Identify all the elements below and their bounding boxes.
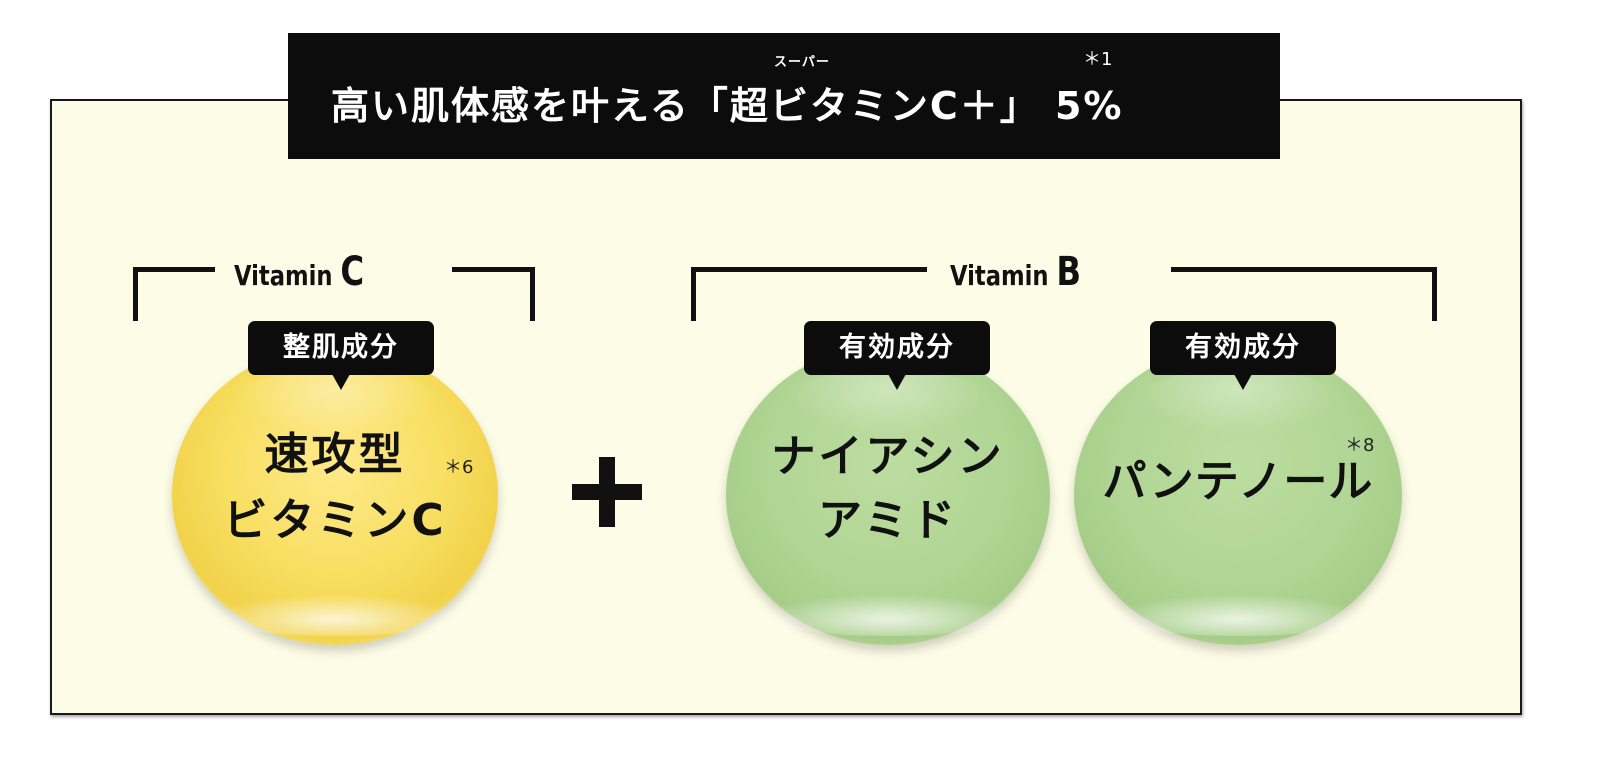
vitamin-c-label: Vitamin C <box>234 249 364 295</box>
content-panel: Vitamin C Vitamin B 速攻型 ビタミンC ＊6 整肌成分 ナイ… <box>50 99 1522 715</box>
vitamin-c-footnote: ＊6 <box>444 457 474 478</box>
panthenol-name-line1: パンテノール <box>1102 456 1374 507</box>
vitamin-c-bracket-gap <box>215 265 452 277</box>
headline-footnote: ＊1 <box>1083 49 1113 70</box>
niacinamide-name-line2: アミド <box>817 495 959 546</box>
plus-icon <box>572 457 642 527</box>
ball-rim-reflection <box>758 594 1018 636</box>
vitamin-c-category-tag: 整肌成分 <box>248 321 434 390</box>
panthenol-ingredient-ball: パンテノール <box>1074 345 1402 645</box>
headline-banner: スーパー ＊1 高い肌体感を叶える「超ビタミンC＋」 5% <box>288 33 1280 159</box>
niacinamide-name-line1: ナイアシン <box>771 431 1005 482</box>
headline-title: 高い肌体感を叶える「超ビタミンC＋」 5% <box>331 84 1124 128</box>
ball-rim-reflection <box>204 594 466 636</box>
vitamin-b-label-letter: B <box>1056 249 1082 295</box>
niacinamide-ingredient-ball: ナイアシン アミド <box>726 345 1050 645</box>
panthenol-footnote: ＊8 <box>1345 435 1375 456</box>
vitamin-c-label-letter: C <box>340 249 365 295</box>
panthenol-category-tag: 有効成分 <box>1150 321 1336 390</box>
vitamin-c-label-prefix: Vitamin <box>234 259 341 292</box>
ball-highlight <box>784 369 992 435</box>
vitamin-c-name-line2: ビタミンC <box>223 495 447 546</box>
headline-ruby-text: スーパー <box>774 55 830 70</box>
ball-rim-reflection <box>1106 594 1370 636</box>
vitamin-b-label-prefix: Vitamin <box>950 259 1057 292</box>
vitamin-b-label: Vitamin B <box>950 249 1081 295</box>
niacinamide-category-tag: 有効成分 <box>804 321 990 390</box>
vitamin-c-name-line1: 速攻型 <box>264 429 406 480</box>
vitamin-b-bracket-gap <box>927 265 1171 277</box>
vitamin-c-ingredient-ball: 速攻型 ビタミンC <box>172 345 498 645</box>
